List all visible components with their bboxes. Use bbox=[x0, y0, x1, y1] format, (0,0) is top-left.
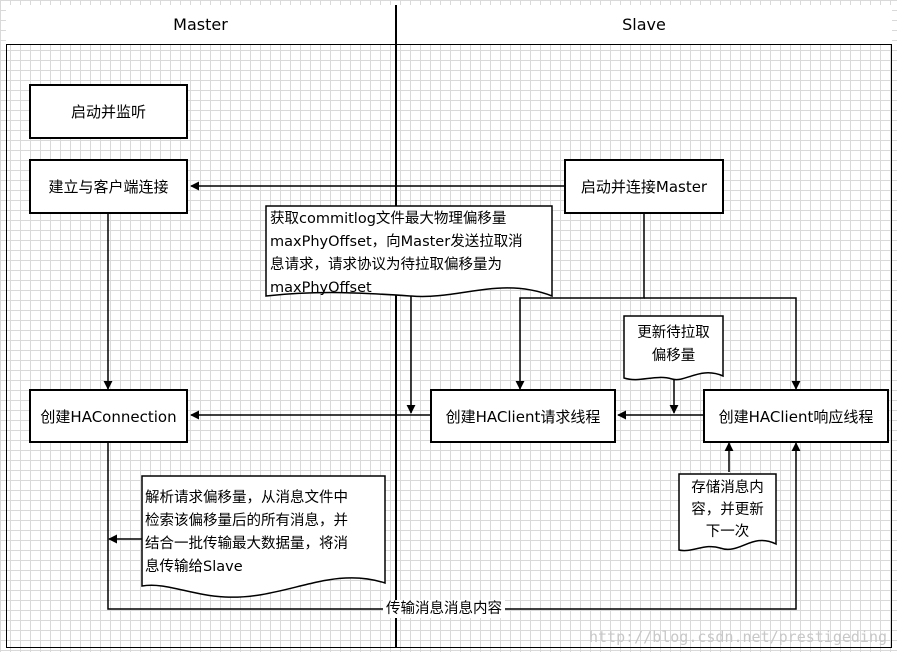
node-create-haconnection: 创建HAConnection bbox=[29, 389, 188, 443]
watermark: http://blog.csdn.net/prestigeding bbox=[588, 628, 887, 646]
note-shape-update-offset bbox=[623, 315, 724, 381]
lane-header-slave: Slave bbox=[396, 5, 892, 45]
note-shape-parse-request bbox=[141, 475, 386, 598]
note-store-message-line: 下一次 bbox=[705, 524, 750, 540]
edge-label-transfer: 传输消息消息内容 bbox=[383, 600, 505, 618]
note-update-offset: 更新待拉取 偏移量 bbox=[624, 322, 723, 368]
arrow-master-to-response bbox=[644, 297, 801, 390]
note-parse-request-line: 解析请求偏移量，从消息文件中 bbox=[145, 490, 348, 506]
node-haclient-request: 创建HAClient请求线程 bbox=[430, 389, 616, 443]
note-shape-store-message bbox=[678, 473, 777, 552]
node-start-listen: 启动并监听 bbox=[29, 84, 188, 139]
lane-header-master: Master bbox=[6, 5, 395, 45]
note-store-message-line: 容，并更新 bbox=[691, 502, 764, 518]
note-parse-request-line: 结合一批传输最大数据量，将消 bbox=[145, 536, 348, 552]
note-get-offset-line: maxPhyOffset bbox=[270, 280, 372, 296]
note-store-message: 存储消息内 容，并更新 下一次 bbox=[679, 477, 776, 543]
note-get-offset: 获取commitlog文件最大物理偏移量 maxPhyOffset，向Maste… bbox=[270, 208, 523, 300]
node-start-connect-master: 启动并连接Master bbox=[564, 159, 724, 214]
note-parse-request: 解析请求偏移量，从消息文件中 检索该偏移量后的所有消息，并 结合一批传输最大数据… bbox=[145, 487, 348, 579]
node-client-connect: 建立与客户端连接 bbox=[29, 159, 188, 214]
note-store-message-line: 存储消息内 bbox=[691, 480, 764, 496]
lane-divider bbox=[395, 5, 397, 648]
node-haclient-response: 创建HAClient响应线程 bbox=[703, 389, 889, 443]
note-update-offset-line: 偏移量 bbox=[651, 348, 696, 364]
note-update-offset-line: 更新待拉取 bbox=[637, 325, 710, 341]
note-parse-request-line: 息传输给Slave bbox=[145, 559, 243, 575]
note-get-offset-line: maxPhyOffset，向Master发送拉取消 bbox=[270, 234, 523, 250]
arrow-master-to-request bbox=[515, 214, 645, 390]
note-get-offset-line: 息请求，请求协议为待拉取偏移量为 bbox=[270, 257, 502, 273]
note-parse-request-line: 检索该偏移量后的所有消息，并 bbox=[145, 513, 348, 529]
note-shape-get-offset bbox=[265, 205, 553, 298]
note-get-offset-line: 获取commitlog文件最大物理偏移量 bbox=[270, 211, 507, 227]
